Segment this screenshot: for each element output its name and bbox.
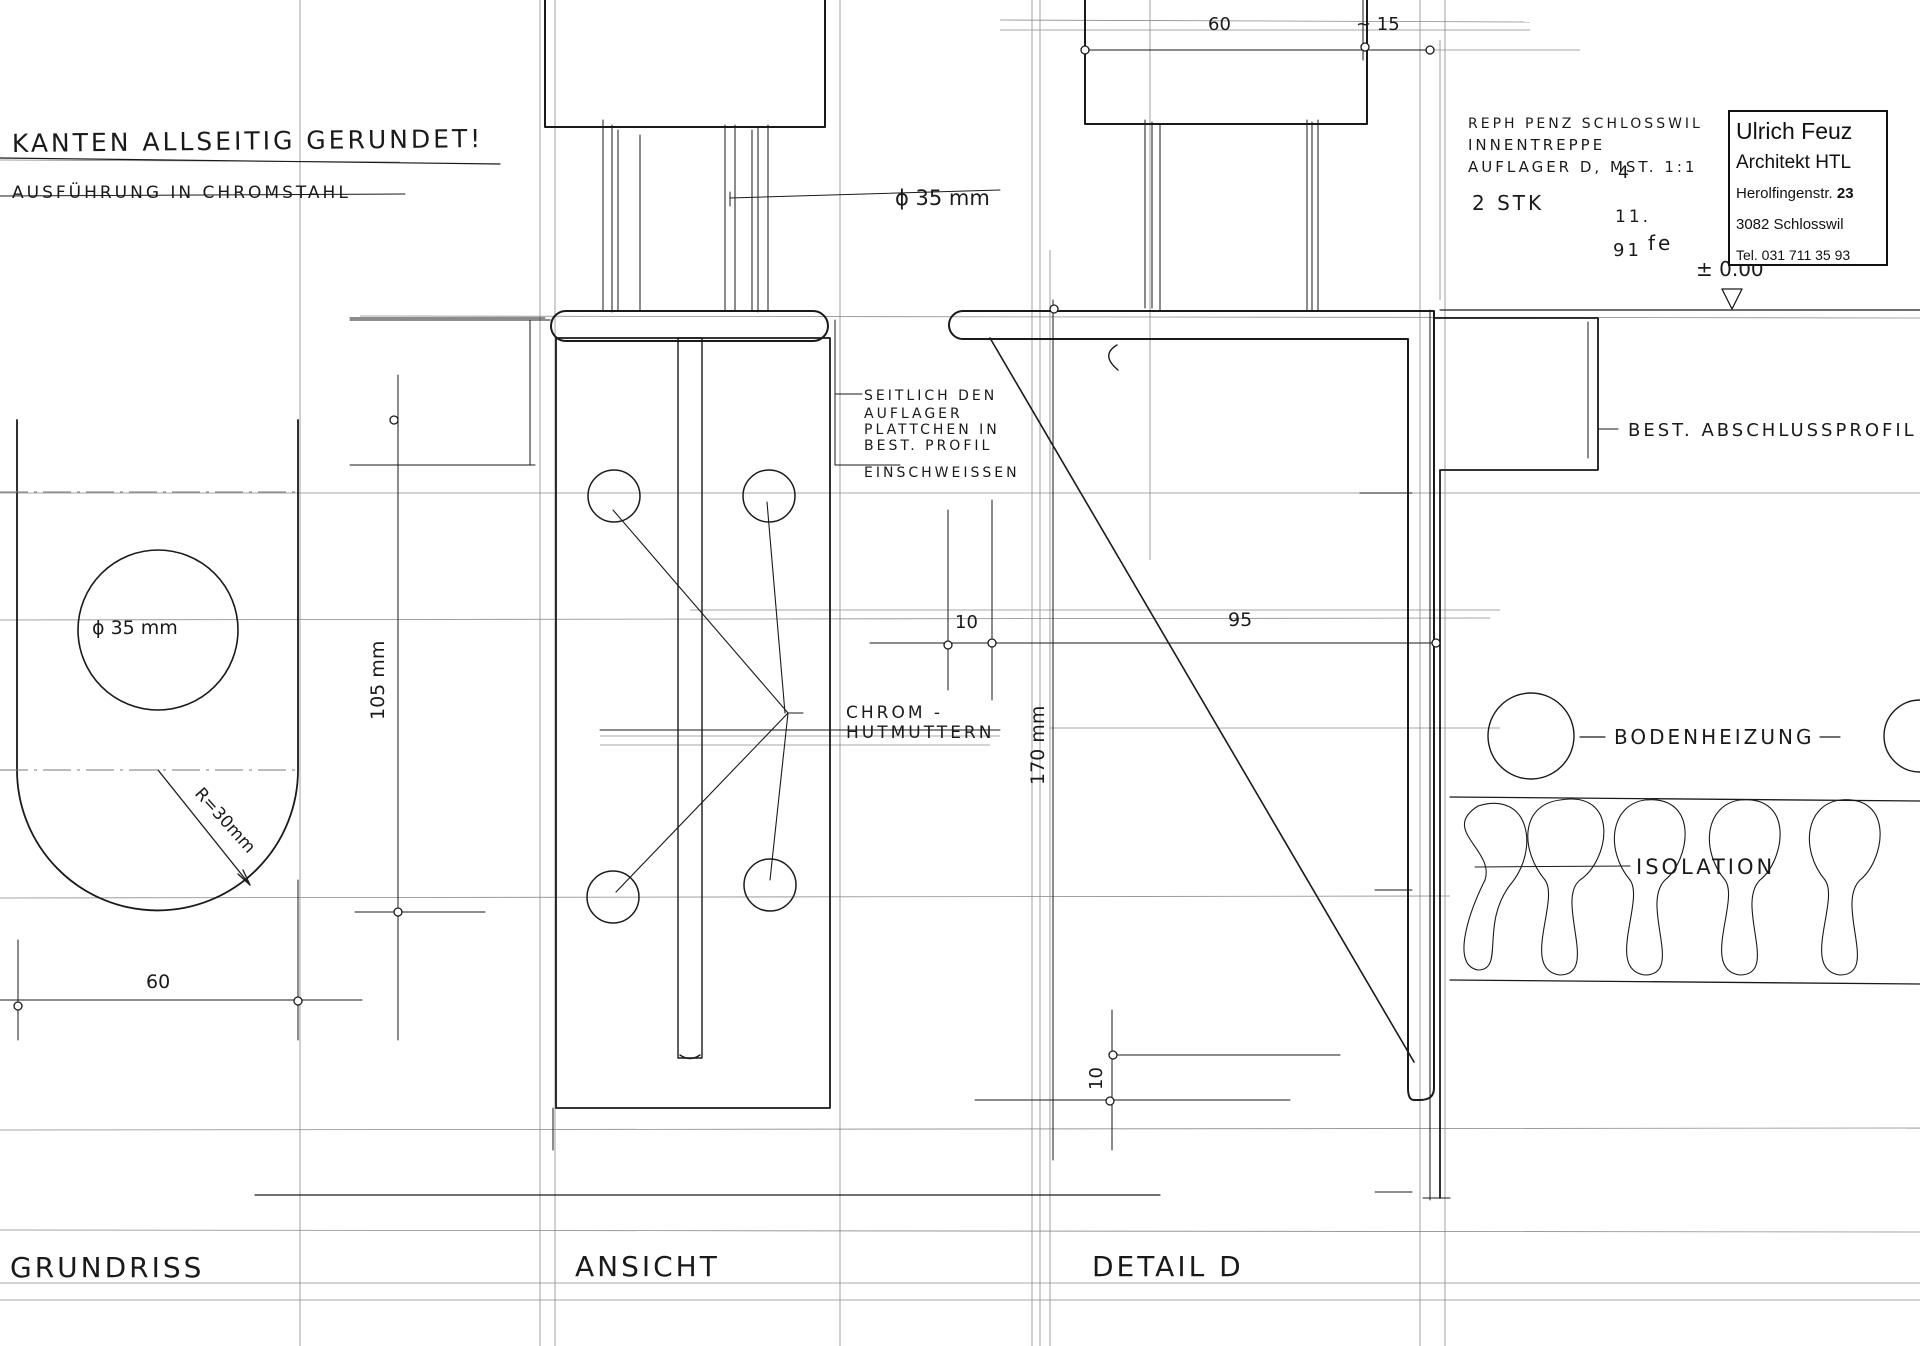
stamp-tel: Tel. 031 711 35 93 <box>1736 247 1851 263</box>
note-count: 2 STK <box>1472 191 1544 215</box>
dim-diameter-top: ϕ 35 mm <box>895 186 990 210</box>
dim-10-top: 10 <box>955 612 978 633</box>
note-frac-top: 4 <box>1618 163 1632 183</box>
dim-width-plan: 60 <box>146 971 170 993</box>
note-side-5: EINSCHWEISSEN <box>864 465 1020 481</box>
note-side-2: AUFLAGER <box>864 406 963 422</box>
view-title-detail: DETAIL D <box>1092 1250 1244 1283</box>
note-project-1: REPH PENZ SCHLOSSWIL <box>1468 116 1703 132</box>
floor-buildup <box>1449 692 1920 985</box>
view-titles: GRUNDRISS ANSICHT DETAIL D <box>10 1250 1244 1284</box>
stamp-city: 3082 Schlosswil <box>1736 216 1844 233</box>
note-project-3: AUFLAGER D, MST. 1:1 <box>1468 158 1697 176</box>
note-side-1: SEITLICH DEN <box>864 388 997 404</box>
stamp-name: Ulrich Feuz <box>1736 118 1853 144</box>
note-side-4: BEST. PROFIL <box>864 438 992 454</box>
note-execution: AUSFÜHRUNG IN CHROMSTAHL <box>12 181 351 203</box>
view-title-plan: GRUNDRISS <box>10 1251 204 1284</box>
note-nuts-1: CHROM - <box>846 703 943 723</box>
elevation-view <box>349 0 1001 1151</box>
note-nuts-2: HUTMUTTERN <box>846 723 994 743</box>
dim-radius: R=30mm <box>190 784 259 857</box>
dim-height-detail: 170 mm <box>1027 706 1049 785</box>
dim-height-plan: 105 mm <box>367 641 389 720</box>
note-profile: BEST. ABSCHLUSSPROFIL <box>1628 420 1917 441</box>
note-insulation: ISOLATION <box>1636 855 1775 879</box>
note-frac-bottom: 91 <box>1613 240 1642 261</box>
stamp-street-name: Herolfingenstr. <box>1736 185 1833 202</box>
dim-diameter-plan: ϕ 35 mm <box>92 617 178 639</box>
stamp-title: Architekt HTL <box>1736 152 1852 173</box>
dim-10-bottom: 10 <box>1086 1067 1107 1090</box>
handwritten-notes: KANTEN ALLSEITIG GERUNDET! AUSFÜHRUNG IN… <box>12 116 1917 879</box>
note-initials: fe <box>1648 231 1673 255</box>
dim-95: 95 <box>1228 609 1252 631</box>
dimension-labels: 60 ~ 15 ϕ 35 mm ϕ 35 mm 105 mm 60 R=30mm… <box>92 14 1400 1090</box>
architect-stamp: Ulrich Feuz Architekt HTL Herolfingenstr… <box>1728 110 1888 266</box>
detail-view <box>349 0 1920 1201</box>
view-title-elevation: ANSICHT <box>575 1250 720 1283</box>
plan-view <box>0 374 486 1041</box>
dim-top: 60 <box>1208 14 1231 35</box>
stamp-street-number: 23 <box>1836 185 1854 202</box>
note-heating: BODENHEIZUNG <box>1614 725 1814 749</box>
stamp-street: Herolfingenstr. 23 <box>1736 178 1880 209</box>
annotation-lines <box>0 157 1841 1196</box>
note-frac-mid: 11. <box>1615 207 1651 227</box>
dim-top-approx: ~ 15 <box>1356 14 1400 35</box>
note-side-3: PLATTCHEN IN <box>864 422 1000 438</box>
note-edges: KANTEN ALLSEITIG GERUNDET! <box>12 124 484 158</box>
note-project-2: INNENTREPPE <box>1468 136 1605 154</box>
